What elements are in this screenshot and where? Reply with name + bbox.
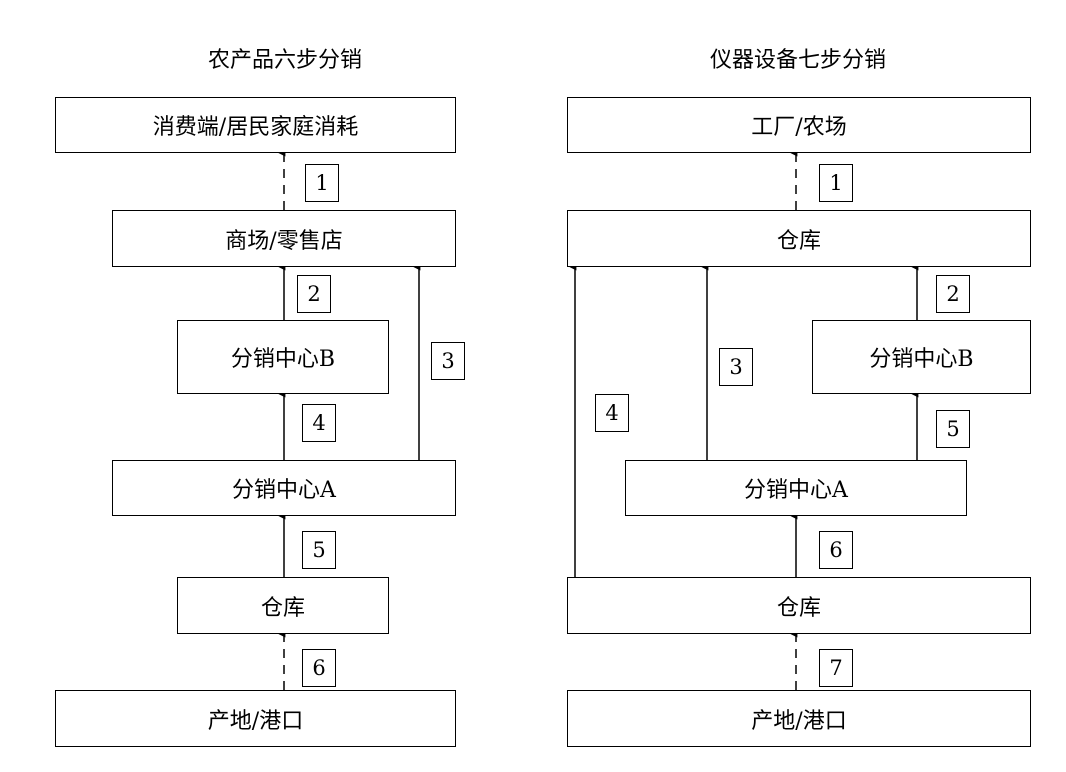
left-diagram-title: 农产品六步分销	[207, 48, 362, 73]
right-step-tag-2: 2	[936, 275, 970, 313]
left-box-center-a: 分销中心A	[112, 460, 456, 516]
left-box-origin-port: 产地/港口	[55, 690, 456, 747]
left-step-tag-5: 5	[302, 531, 336, 569]
right-step-tag-7: 7	[819, 649, 853, 687]
right-step-tag-1: 1	[819, 164, 853, 202]
left-box-warehouse: 仓库	[177, 577, 389, 634]
left-step-tag-2: 2	[297, 275, 331, 313]
right-box-factory-farm: 工厂/农场	[567, 97, 1031, 153]
right-diagram-title: 仪器设备七步分销	[709, 48, 886, 73]
right-box-center-b: 分销中心B	[812, 320, 1031, 394]
right-step-tag-3: 3	[719, 348, 753, 386]
left-box-consumer: 消费端/居民家庭消耗	[55, 97, 456, 153]
left-step-tag-3: 3	[431, 342, 465, 380]
right-box-warehouse-top: 仓库	[567, 210, 1031, 267]
right-step-tag-6: 6	[819, 531, 853, 569]
right-step-tag-4: 4	[595, 394, 629, 432]
left-box-retail: 商场/零售店	[112, 210, 456, 267]
right-box-origin-port: 产地/港口	[567, 690, 1031, 747]
right-box-warehouse-bottom: 仓库	[567, 577, 1031, 634]
right-box-center-a: 分销中心A	[625, 460, 967, 516]
left-step-tag-1: 1	[305, 164, 339, 202]
right-step-tag-5: 5	[936, 410, 970, 448]
left-box-center-b: 分销中心B	[177, 320, 389, 394]
left-step-tag-4: 4	[302, 404, 336, 442]
left-step-tag-6: 6	[302, 649, 336, 687]
